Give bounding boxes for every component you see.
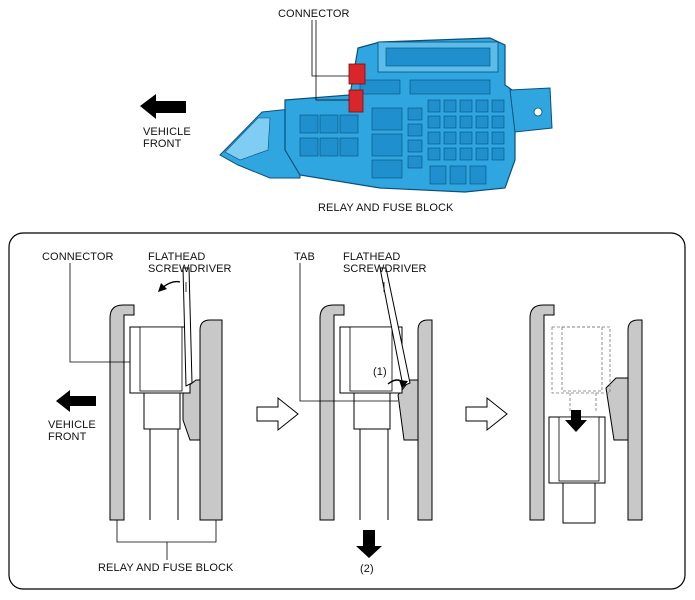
step1-vehicle-front-arrow xyxy=(56,390,96,412)
step1-block-caption: RELAY AND FUSE BLOCK xyxy=(98,562,234,574)
connector-red-upper xyxy=(348,63,366,85)
step1-screwdriver-label: FLATHEAD SCREWDRIVER xyxy=(148,251,232,275)
relay-fuse-block-illustration xyxy=(219,37,553,193)
pull-down-arrow xyxy=(356,530,382,558)
step2-marker-1: (1) xyxy=(373,366,387,378)
transition-arrow-1 xyxy=(256,396,299,432)
top-connector-leader xyxy=(311,20,349,101)
top-block-caption: RELAY AND FUSE BLOCK xyxy=(318,202,454,214)
connector-red-lower xyxy=(348,89,364,113)
top-connector-label: CONNECTOR xyxy=(278,8,350,20)
transition-arrow-2 xyxy=(465,396,508,432)
step1-diagram xyxy=(69,263,223,560)
step2-marker-2: (2) xyxy=(360,563,374,575)
step2-diagram xyxy=(299,263,433,558)
step3-diagram xyxy=(529,304,643,524)
top-vehicle-front-arrow xyxy=(140,94,186,119)
top-vehicle-front-label: VEHICLE FRONT xyxy=(143,126,191,150)
step1-vehicle-front-label: VEHICLE FRONT xyxy=(48,419,96,443)
step2-screwdriver-label: FLATHEAD SCREWDRIVER xyxy=(343,251,427,275)
step1-connector-label: CONNECTOR xyxy=(42,251,114,263)
step2-tab-label: TAB xyxy=(294,251,315,263)
